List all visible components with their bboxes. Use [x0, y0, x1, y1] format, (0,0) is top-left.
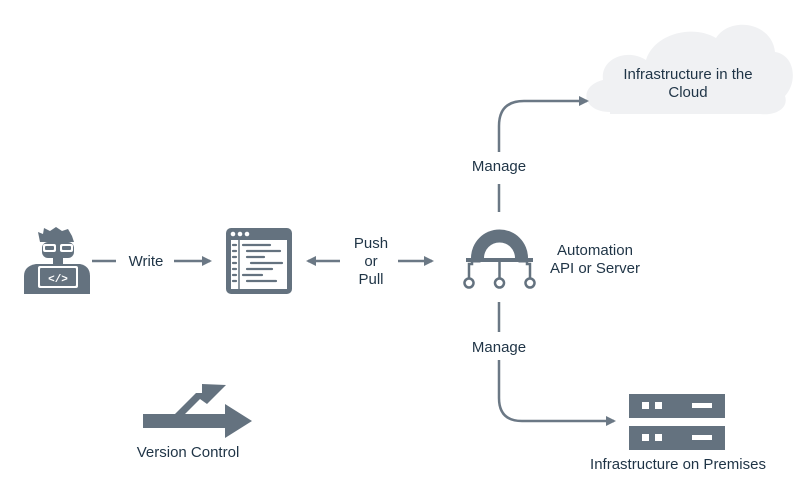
manage-cloud-connector	[497, 96, 589, 212]
server-rack-icon	[629, 394, 725, 450]
developer-icon: </>	[24, 227, 90, 294]
svg-text:</>: </>	[48, 274, 68, 286]
manage-bottom-label: Manage	[471, 339, 527, 356]
automation-label-line1: Automation	[557, 242, 633, 259]
write-label: Write	[128, 253, 164, 270]
branch-arrows-icon	[143, 384, 252, 438]
cloud-icon	[586, 24, 793, 115]
version-control-label: Version Control	[136, 444, 240, 461]
or-label: or	[364, 253, 378, 270]
manage-top-label: Manage	[471, 158, 527, 175]
push-label: Push	[353, 235, 389, 252]
cloud-label-line2: Cloud	[668, 84, 708, 101]
cloud-label-line1: Infrastructure in the	[623, 66, 753, 83]
automation-label-line2: API or Server	[549, 260, 641, 277]
pull-label: Pull	[358, 271, 384, 288]
premises-label: Infrastructure on Premises	[590, 456, 766, 473]
automation-gear-icon	[463, 229, 536, 289]
code-editor-icon	[226, 228, 292, 294]
manage-premises-connector	[497, 302, 616, 426]
